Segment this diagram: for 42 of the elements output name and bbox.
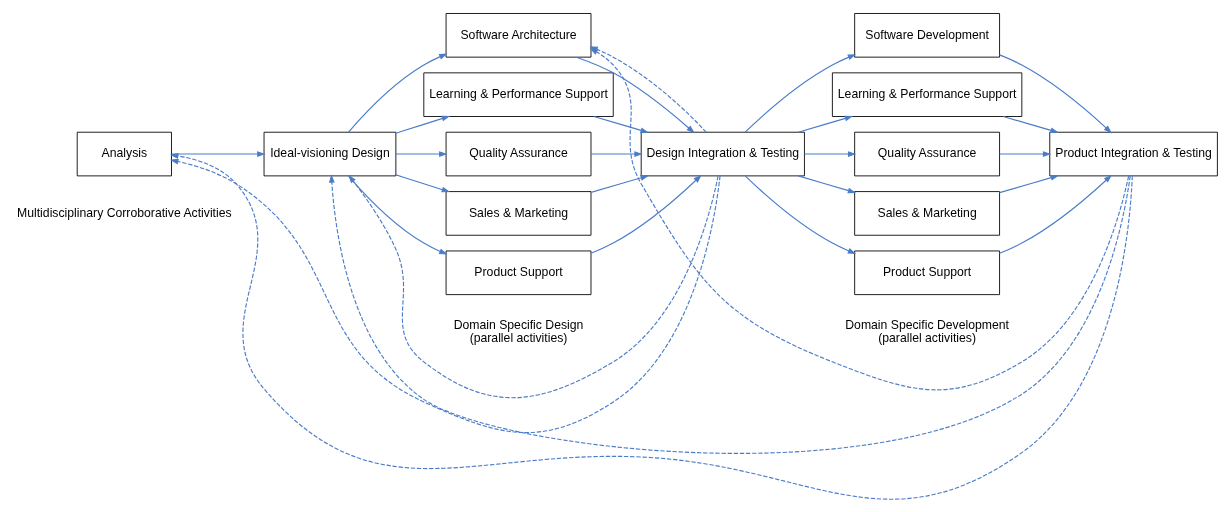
node-box: Learning & Performance Support [423, 71, 614, 117]
arrow [999, 53, 1112, 133]
arrow [590, 174, 649, 193]
node-box: Ideal-visioning Design [263, 131, 397, 176]
arrow [1002, 115, 1059, 133]
node-box: Software Development [854, 12, 1000, 58]
arrow [169, 152, 1133, 500]
arrow [797, 174, 857, 193]
arrow [797, 115, 854, 133]
arrow [590, 150, 643, 157]
arrow [999, 174, 1112, 254]
arrow [328, 173, 1131, 454]
arrow [744, 174, 857, 254]
node-box: Analysis [76, 131, 172, 176]
node-box: Sales & Marketing [445, 190, 592, 236]
node-box: Design Integration & Testing [640, 131, 805, 176]
arrow [575, 56, 695, 133]
node-box: Quality Assurance [445, 131, 592, 176]
label: Domain Specific Design (parallel activities) [453, 317, 584, 345]
arrow [395, 150, 448, 157]
node-box: Product Integration & Testing [1049, 131, 1218, 176]
arrow [171, 150, 266, 157]
node-box: Product Support [854, 250, 1000, 295]
arrow [348, 174, 719, 398]
node-box: Quality Assurance [854, 131, 1000, 176]
arrow [804, 150, 857, 157]
arrow [744, 53, 857, 133]
arrow [395, 115, 451, 134]
arrow [395, 173, 451, 192]
node-box: Software Architecture [445, 12, 592, 58]
arrow [999, 174, 1059, 193]
node-box: Sales & Marketing [854, 190, 1000, 236]
label: Multidisciplinary Corroborative Activities [17, 205, 232, 220]
arrow [590, 174, 702, 254]
node-box: Learning & Performance Support [831, 71, 1023, 117]
arrow [348, 53, 448, 133]
arrow [170, 158, 721, 433]
arrow [999, 150, 1052, 157]
label: Domain Specific Development (parallel activities) [845, 317, 1009, 345]
arrow [348, 175, 448, 255]
arrow [593, 115, 649, 133]
node-box: Product Support [445, 250, 592, 295]
